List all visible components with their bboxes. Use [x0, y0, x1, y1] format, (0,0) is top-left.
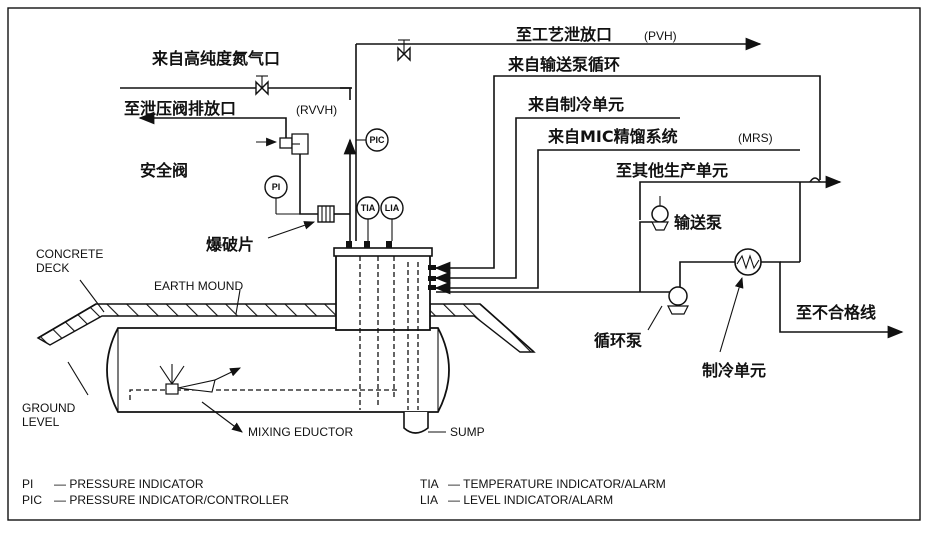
label-to-offspec-line: 至不合格线: [796, 303, 876, 322]
label-refrigeration-unit: 制冷单元: [702, 361, 766, 380]
label-mrs-code: (MRS): [738, 131, 773, 145]
gate-valve-nitrogen: [255, 75, 269, 96]
label-circulation-pump: 循环泵: [594, 331, 642, 350]
label-earth-mound: EARTH MOUND: [154, 279, 243, 293]
label-from-mic-refining: 来自MIC精馏系统: [547, 127, 678, 146]
label-sump: SUMP: [450, 425, 485, 439]
svg-text:PIC: PIC: [369, 135, 385, 145]
label-to-other-units: 至其他生产单元: [616, 161, 728, 180]
svg-text:PI: PI: [272, 182, 281, 192]
legend-pi-desc: — PRESSURE INDICATOR: [54, 477, 204, 491]
label-from-nitrogen: 来自高纯度氮气口: [151, 49, 280, 68]
sump-icon: [403, 412, 429, 434]
legend-pic-abbr: PIC: [22, 493, 42, 507]
mixing-eductor-icon: [165, 383, 179, 395]
label-mixing-eductor: MIXING EDUCTOR: [248, 425, 353, 439]
rupture-disc-icon: [317, 205, 335, 223]
label-concrete: CONCRETE: [36, 247, 103, 261]
mic-storage-tank: [106, 327, 450, 413]
label-from-refrigeration: 来自制冷单元: [527, 95, 624, 114]
label-to-process-vent: 至工艺泄放口: [516, 25, 612, 44]
legend-tia-abbr: TIA: [420, 477, 439, 491]
label-from-transfer-pump: 来自输送泵循环: [507, 55, 620, 74]
legend-pic-desc: — PRESSURE INDICATOR/CONTROLLER: [54, 493, 289, 507]
tank-nozzle-tower: [333, 241, 436, 434]
label-safety-valve: 安全阀: [140, 161, 188, 180]
pi-instrument: PI: [264, 175, 288, 199]
circulation-pump-icon: [667, 286, 689, 315]
process-piping: [120, 37, 904, 339]
label-transfer-pump: 输送泵: [674, 213, 722, 232]
pic-instrument: PIC: [356, 128, 389, 152]
transfer-pump-icon: [651, 196, 669, 231]
label-deck: DECK: [36, 261, 69, 275]
tia-instrument: TIA: [356, 196, 380, 241]
gate-valve-pvh: [397, 39, 411, 62]
diagram-frame: [7, 7, 921, 521]
label-rvvh-code: (RVVH): [296, 103, 337, 117]
legend-lia-desc: — LEVEL INDICATOR/ALARM: [448, 493, 613, 507]
label-rupture-disc: 爆破片: [206, 235, 254, 254]
svg-text:LIA: LIA: [385, 203, 400, 213]
label-level: LEVEL: [22, 415, 60, 429]
label-to-relief-vent: 至泄压阀排放口: [124, 99, 236, 118]
legend-pi-abbr: PI: [22, 477, 33, 491]
legend-tia-desc: — TEMPERATURE INDICATOR/ALARM: [448, 477, 666, 491]
label-ground: GROUND: [22, 401, 76, 415]
label-pvh-code: (PVH): [644, 29, 677, 43]
legend: PI — PRESSURE INDICATOR PIC — PRESSURE I…: [22, 477, 666, 507]
safety-valve-icon: [279, 133, 309, 155]
legend-lia-abbr: LIA: [420, 493, 438, 507]
lia-instrument: LIA: [380, 196, 404, 241]
svg-text:TIA: TIA: [361, 203, 376, 213]
heat-exchanger-icon: [734, 248, 762, 276]
